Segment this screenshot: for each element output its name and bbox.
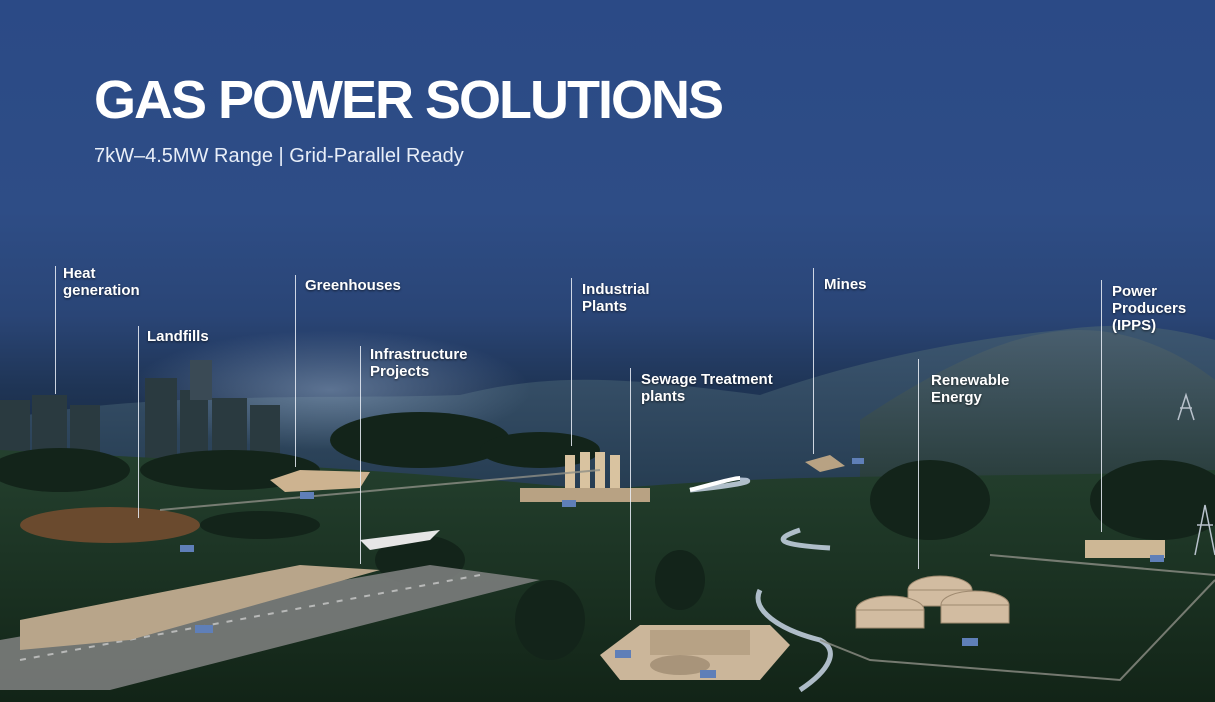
callout-line-heat-generation <box>55 266 56 394</box>
label-sewage-treatment-plants: Sewage Treatment plants <box>641 371 773 405</box>
runway <box>0 565 540 690</box>
callout-line-mines <box>813 268 814 454</box>
label-line: Power <box>1112 283 1158 300</box>
label-line: Renewable <box>931 372 1010 389</box>
page-subtitle: 7kW–4.5MW Range | Grid-Parallel Ready <box>94 145 464 167</box>
callout-line-sewage-treatment <box>630 368 631 620</box>
river <box>689 477 833 693</box>
label-line: Plants <box>582 298 628 315</box>
label-line: Mines <box>824 276 867 293</box>
callout-line-industrial-plants <box>571 278 572 446</box>
label-line: Sewage Treatment <box>641 371 773 388</box>
airport-terminal <box>20 565 380 650</box>
label-greenhouses: Greenhouses <box>305 277 401 294</box>
power-pylons <box>1177 392 1215 556</box>
label-line: Greenhouses <box>305 277 401 294</box>
mine-site <box>805 455 845 472</box>
callout-line-renewable-energy <box>918 359 919 569</box>
landfill-mound <box>20 507 200 543</box>
label-power-producers: Power Producers (IPPS) <box>1112 283 1186 334</box>
callout-line-landfills <box>138 326 139 518</box>
callout-line-infrastructure <box>360 346 361 564</box>
tree-clusters <box>0 412 1215 660</box>
industrial-plant <box>520 452 650 502</box>
label-line: Heat <box>63 265 96 282</box>
sewage-plant <box>600 625 790 680</box>
label-line: Landfills <box>147 328 209 345</box>
label-landfills: Landfills <box>147 328 209 345</box>
label-line: Industrial <box>582 281 650 298</box>
label-line: generation <box>63 282 140 299</box>
label-infrastructure-projects: Infrastructure Projects <box>370 346 468 380</box>
road-arrow <box>689 476 741 492</box>
label-renewable-energy: Renewable Energy <box>931 372 1009 406</box>
label-line: Infrastructure <box>370 346 468 363</box>
site-roads <box>159 469 1215 682</box>
callout-line-greenhouses <box>295 275 296 467</box>
label-line: Energy <box>931 389 982 406</box>
biogas-tanks <box>855 575 1010 629</box>
callout-line-power-producers <box>1101 280 1102 532</box>
generator-units <box>180 458 1164 678</box>
label-line: (IPPS) <box>1112 317 1157 334</box>
ipp-building <box>1085 540 1165 558</box>
label-line: Producers <box>1112 300 1187 317</box>
label-line: Projects <box>370 363 430 380</box>
label-line: plants <box>641 388 686 405</box>
label-industrial-plants: Industrial Plants <box>582 281 650 315</box>
greenhouse <box>270 470 370 492</box>
label-heat-generation: Heat generation <box>63 265 140 299</box>
page-title: GAS POWER SOLUTIONS <box>94 70 724 130</box>
label-mines: Mines <box>824 276 867 293</box>
